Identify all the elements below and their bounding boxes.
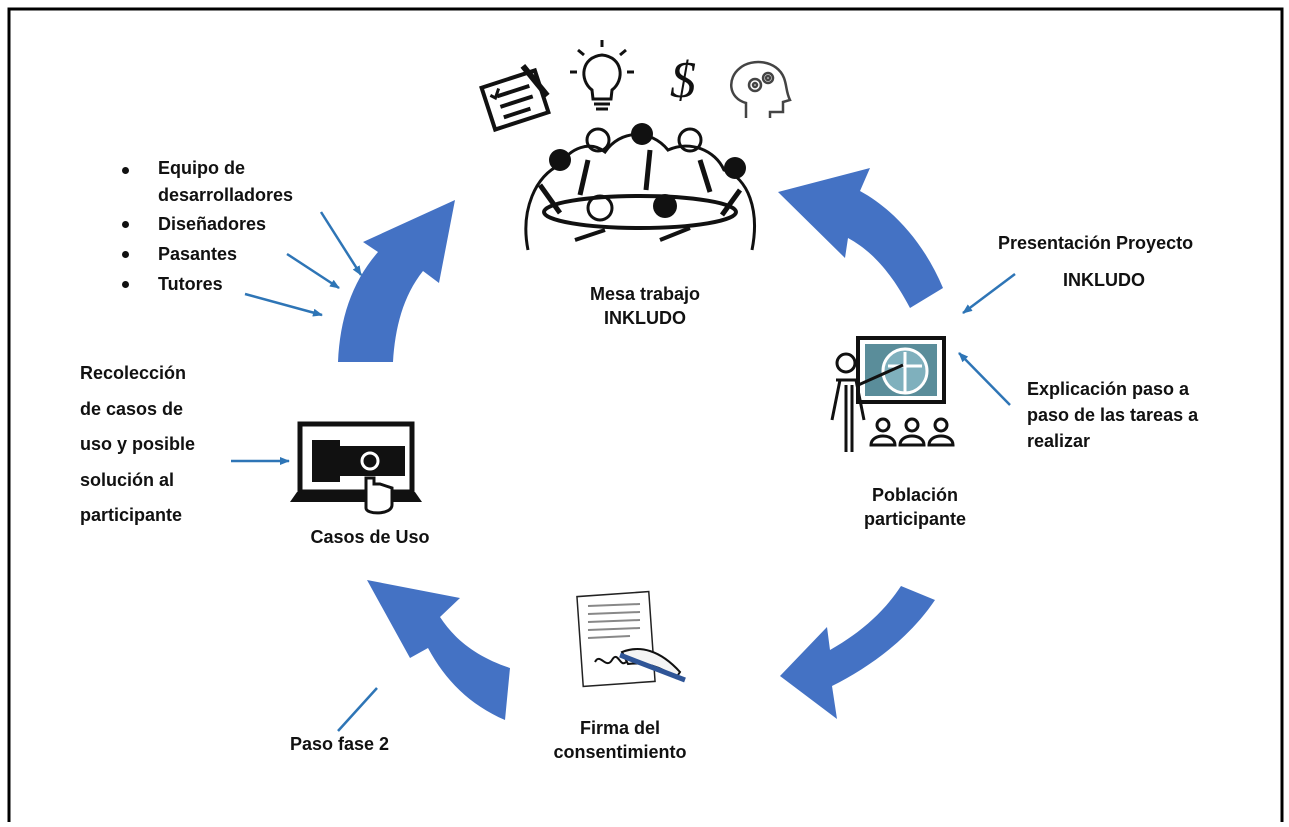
head-gears-icon [730, 60, 792, 118]
poblacion-label-line2: participante [863, 509, 967, 529]
recoleccion-line1: Recolección [80, 363, 187, 383]
laptop-touch-icon [290, 421, 422, 515]
recoleccion-label: Recolección de casos de uso y posible so… [80, 356, 250, 534]
poblacion-label: Población participante [830, 483, 1000, 531]
dollar-icon: $ [670, 52, 696, 109]
presentacion-line2: INKLUDO [1063, 270, 1145, 290]
poblacion-label-line1: Población [871, 485, 958, 505]
recoleccion-line4: solución al [80, 469, 175, 490]
mesa-label: Mesa trabajo INKLUDO [560, 282, 730, 330]
firma-label-line2: consentimiento [553, 742, 687, 762]
cycle-arrow-poblacion-to-mesa [778, 168, 943, 308]
firma-label: Firma del consentimiento [530, 716, 710, 764]
explicacion-line2: paso de las tareas a [1027, 405, 1199, 425]
presenter-icon [830, 336, 946, 452]
team-item-1-line1: Equipo de [158, 158, 245, 178]
team-item-1-line2: desarrolladores [158, 185, 294, 205]
team-item-3: Pasantes [118, 239, 293, 269]
recoleccion-line3: uso y posible [80, 434, 196, 454]
recoleccion-line2: de casos de [80, 398, 184, 419]
team-item-1: Equipo de desarrolladores [118, 155, 293, 209]
pointer-explicacion [958, 352, 1011, 406]
team-item-4: Tutores [118, 269, 293, 299]
cycle-arrow-firma-to-casos [367, 580, 510, 720]
lightbulb-icon [570, 40, 634, 111]
explicacion-line1: Explicación paso a [1027, 379, 1190, 399]
team-list: Equipo de desarrolladores Diseñadores Pa… [118, 155, 293, 299]
recoleccion-line5: participante [80, 505, 183, 525]
signing-document-icon [576, 590, 686, 688]
pointer-paso-fase [337, 687, 378, 732]
team-meeting-icon [524, 123, 756, 251]
cycle-arrow-casos-to-mesa [338, 200, 455, 362]
team-item-2: Diseñadores [118, 209, 293, 239]
paso-fase-label: Paso fase 2 [290, 734, 390, 754]
checklist-icon [479, 64, 551, 133]
mesa-label-line2: INKLUDO [604, 308, 686, 328]
audience-icon [869, 417, 955, 447]
presentacion-line1: Presentación Proyecto [998, 233, 1194, 253]
pointer-team-3 [244, 292, 323, 317]
explicacion-line3: realizar [1027, 431, 1091, 451]
presentacion-label: Presentación Proyecto INKLUDO [998, 231, 1238, 292]
pointer-team-2 [286, 252, 340, 290]
casos-label: Casos de Uso [310, 527, 430, 547]
mesa-label-line1: Mesa trabajo [589, 284, 701, 304]
explicacion-label: Explicación paso a paso de las tareas a … [1027, 376, 1257, 454]
diagram-frame [7, 7, 1284, 827]
firma-label-line1: Firma del [579, 718, 661, 738]
pointer-team-1 [319, 211, 363, 276]
cycle-arrow-poblacion-to-firma [780, 586, 935, 719]
pointer-presentacion [962, 273, 1016, 314]
